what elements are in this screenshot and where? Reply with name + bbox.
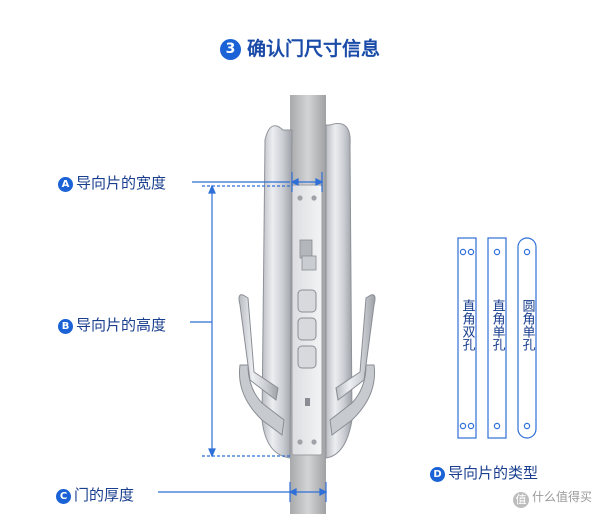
title-text: 确认门尺寸信息: [246, 38, 380, 60]
front-handle-lower: [238, 364, 285, 436]
plate-type-square-single-hole: [487, 237, 507, 439]
front-handle: [238, 294, 279, 401]
back-handle-lower: [329, 364, 376, 436]
plate-type-label: 直角双孔: [460, 299, 476, 351]
plate-type-square-double-hole: [457, 237, 477, 439]
screw-hole: [311, 195, 317, 201]
label-text: 导向片的宽度: [76, 174, 167, 192]
plate-type-label: 直角单孔: [490, 299, 506, 351]
label-badge-a: A: [58, 177, 73, 192]
watermark-text: 什么值得买: [531, 490, 592, 504]
label-badge-c: C: [56, 489, 71, 504]
label-badge-b: B: [58, 319, 73, 334]
dimension-b: [190, 184, 290, 458]
screw-hole: [297, 439, 303, 445]
back-handle: [335, 294, 376, 401]
watermark: 值什么值得买: [512, 488, 592, 508]
dimension-a: [192, 172, 324, 192]
screw-hole: [311, 439, 317, 445]
step-number-badge: 3: [219, 39, 241, 60]
label-badge-d: D: [430, 467, 445, 482]
plate-type-round-single-hole: [517, 237, 537, 439]
deadbolt: [297, 345, 317, 369]
latch-bolt: [299, 239, 313, 259]
watermark-logo-icon: 值: [512, 492, 529, 508]
latch-bolt-inner: [301, 255, 317, 271]
dimension-c: [158, 482, 328, 502]
label-text: 门的厚度: [74, 486, 135, 504]
plate-type-label: 圆角单孔: [520, 299, 536, 351]
label-text: 导向片的高度: [76, 316, 167, 334]
label-text: 导向片的类型: [448, 464, 539, 482]
deadbolt: [297, 317, 317, 341]
screw-hole: [297, 195, 303, 201]
sensor-slot: [305, 398, 310, 406]
deadbolt: [297, 289, 317, 313]
